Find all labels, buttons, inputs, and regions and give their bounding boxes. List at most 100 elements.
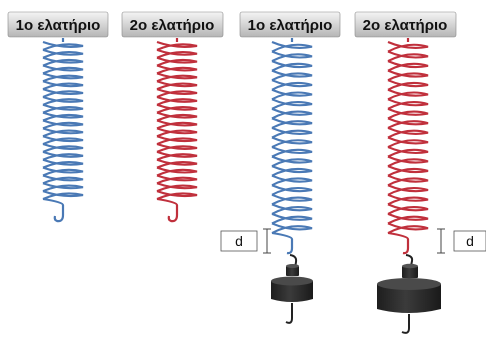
coil-turn (156, 166, 198, 177)
coil-turn (387, 60, 429, 72)
coil-turn (42, 41, 84, 51)
coil-turn (156, 174, 198, 185)
coil-turn (42, 127, 84, 138)
coil-turn (42, 56, 84, 67)
spring-3-coil (271, 38, 313, 240)
coil-turn (156, 103, 198, 114)
coil-turn (156, 41, 198, 51)
coil-turn (156, 64, 198, 75)
coil-turn (387, 136, 429, 148)
coil-turn (271, 136, 313, 148)
extension-marker-left: d (220, 228, 271, 254)
weight-large-top-hook (405, 254, 414, 267)
spring-label-2-text: 2ο ελατήριο (130, 17, 215, 34)
weight-large-bottom-hook (401, 314, 410, 334)
weight-small (271, 254, 313, 324)
coil-turn (42, 174, 84, 185)
spring-label-2: 2ο ελατήριο (121, 11, 224, 38)
coil-turn (387, 69, 429, 82)
spring-1-hook (53, 205, 65, 223)
coil-turn (387, 88, 429, 101)
coil-turn (156, 127, 198, 138)
extension-label-right: d (466, 233, 474, 249)
coil-turn (156, 182, 198, 193)
weight-small-bottom-hook (285, 303, 293, 324)
coil-turn (387, 165, 429, 177)
coil-turn (156, 111, 198, 122)
coil-turn (271, 174, 313, 187)
coil-turn (156, 88, 198, 98)
coil-turn (387, 117, 429, 129)
coil-turn (387, 222, 429, 234)
spring-2-hook (167, 205, 179, 223)
coil-turn (42, 111, 84, 122)
coil-bottom-lead (156, 197, 179, 206)
coil-bottom-lead (271, 231, 294, 240)
coil-turn (42, 88, 84, 98)
coil-turn (42, 158, 84, 169)
coil-turn (156, 158, 198, 169)
coil-turn (271, 98, 313, 110)
spring-label-4-text: 2ο ελατήριο (363, 17, 448, 34)
coil-turn (271, 117, 313, 129)
coil-turn (387, 203, 429, 215)
coil-turn (42, 119, 84, 130)
coil-turn (42, 95, 84, 106)
coil-turn (42, 190, 84, 200)
coil-turn (42, 72, 84, 83)
coil-turn (156, 150, 198, 161)
coil-turn (387, 155, 429, 168)
spring-1-coil (42, 38, 84, 206)
coil-turn (271, 212, 313, 225)
coil-turn (156, 119, 198, 130)
coil-turn (387, 79, 429, 91)
coil-turn (387, 107, 429, 120)
coil-turn (271, 184, 313, 196)
spring-label-1: 1ο ελατήριο (7, 11, 109, 38)
weight-large (377, 254, 441, 334)
coil-turn (387, 184, 429, 196)
coil-turn (156, 72, 198, 83)
coil-turn (156, 143, 198, 153)
coil-turn (271, 165, 313, 177)
coil-turn (271, 79, 313, 91)
spring-label-1-text: 1ο ελατήριο (16, 17, 101, 34)
spring-label-4: 2ο ελατήριο (354, 11, 457, 38)
weight-large-knob (402, 266, 418, 278)
coil-turn (42, 103, 84, 114)
coil-turn (271, 88, 313, 101)
coil-turn (387, 212, 429, 225)
extension-label-left: d (235, 233, 243, 249)
spring-label-3: 1ο ελατήριο (239, 11, 341, 38)
coil-turn (271, 146, 313, 158)
weight-small-body (271, 281, 313, 302)
spring-4-hook (402, 239, 410, 255)
coil-turn (156, 135, 198, 146)
coil-turn (387, 193, 429, 206)
coil-turn (387, 146, 429, 158)
coil-turn (42, 48, 84, 59)
coil-turn (156, 95, 198, 106)
coil-turn (271, 155, 313, 168)
coil-turn (42, 64, 84, 75)
coil-turn (387, 126, 429, 139)
weight-large-body (377, 284, 441, 313)
coil-turn (156, 80, 198, 91)
coil-turn (387, 98, 429, 110)
coil-turn (42, 182, 84, 193)
coil-turn (42, 135, 84, 146)
spring-label-3-text: 1ο ελατήριο (248, 17, 333, 34)
weight-small-top-hook (289, 254, 298, 269)
coil-turn (271, 203, 313, 215)
coil-turn (156, 190, 198, 200)
coil-turn (156, 48, 198, 59)
coil-bottom-lead (42, 197, 65, 206)
coil-turn (271, 60, 313, 72)
coil-turn (387, 41, 429, 53)
coil-turn (42, 166, 84, 177)
coil-turn (271, 107, 313, 120)
coil-turn (271, 69, 313, 82)
spring-2-coil (156, 38, 198, 206)
coil-turn (271, 222, 313, 234)
